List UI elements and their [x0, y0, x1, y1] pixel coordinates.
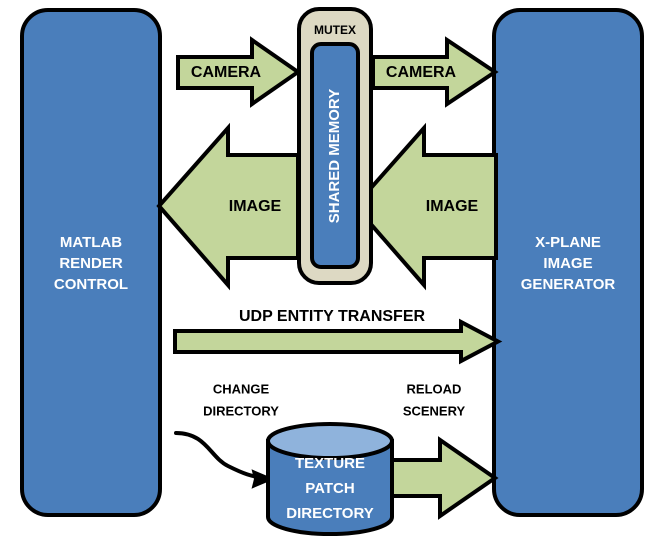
camera-left-arrow-shape: [176, 36, 302, 108]
cylinder-label-line-1: TEXTURE: [295, 455, 365, 472]
udp-arrow-shape: [173, 318, 503, 365]
mutex-label: MUTEX: [314, 23, 356, 37]
udp-label: UDP ENTITY TRANSFER: [239, 308, 426, 325]
shared-memory-label: SHARED MEMORY: [326, 89, 343, 223]
arrow-change-directory[interactable]: CHANGE DIRECTORY: [174, 381, 279, 489]
node-matlab-render-control[interactable]: MATLAB RENDER CONTROL: [20, 8, 162, 517]
arrow-camera-left[interactable]: CAMERA: [176, 36, 302, 108]
cylinder-top-shape: [266, 422, 394, 460]
image-right-arrow-shape: [352, 122, 498, 291]
camera-left-label: CAMERA: [191, 64, 262, 81]
arrow-reload-scenery[interactable]: RELOAD SCENERY: [385, 381, 499, 520]
arrow-image-left[interactable]: IMAGE: [156, 122, 300, 291]
reload-scenery-label-line-2: SCENERY: [403, 403, 466, 418]
camera-right-arrow-shape: [371, 36, 499, 108]
cylinder-label-line-2: PATCH: [305, 480, 354, 497]
arrow-image-right[interactable]: IMAGE: [352, 122, 498, 291]
image-right-label: IMAGE: [426, 198, 479, 215]
xplane-label-line-2: IMAGE: [543, 255, 592, 272]
node-x-plane-image-generator[interactable]: X-PLANE IMAGE GENERATOR: [492, 8, 644, 517]
camera-right-label: CAMERA: [386, 64, 457, 81]
arrow-camera-right[interactable]: CAMERA: [371, 36, 499, 108]
cylinder-label-line-3: DIRECTORY: [286, 505, 374, 522]
image-left-label: IMAGE: [229, 198, 282, 215]
xplane-label-line-1: X-PLANE: [535, 234, 601, 251]
change-directory-label-line-2: DIRECTORY: [203, 403, 279, 418]
reload-scenery-label-line-1: RELOAD: [407, 381, 462, 396]
image-left-arrow-shape: [156, 122, 300, 291]
reload-scenery-arrow-shape: [385, 436, 499, 520]
matlab-box-shape: [20, 8, 162, 517]
matlab-label-line-1: MATLAB: [60, 234, 122, 251]
matlab-label-line-2: RENDER: [59, 255, 123, 272]
cylinder-body-shape: [266, 439, 394, 536]
xplane-box-shape: [492, 8, 644, 517]
change-directory-arrowhead: [251, 469, 275, 489]
shared-memory-shape: [310, 42, 360, 269]
node-shared-memory[interactable]: SHARED MEMORY: [310, 42, 360, 269]
arrow-udp-entity-transfer[interactable]: UDP ENTITY TRANSFER: [173, 308, 503, 365]
node-texture-patch-directory[interactable]: TEXTURE PATCH DIRECTORY: [266, 422, 394, 536]
matlab-label-line-3: CONTROL: [54, 276, 128, 293]
xplane-label-line-3: GENERATOR: [521, 276, 616, 293]
change-directory-label-line-1: CHANGE: [213, 381, 270, 396]
